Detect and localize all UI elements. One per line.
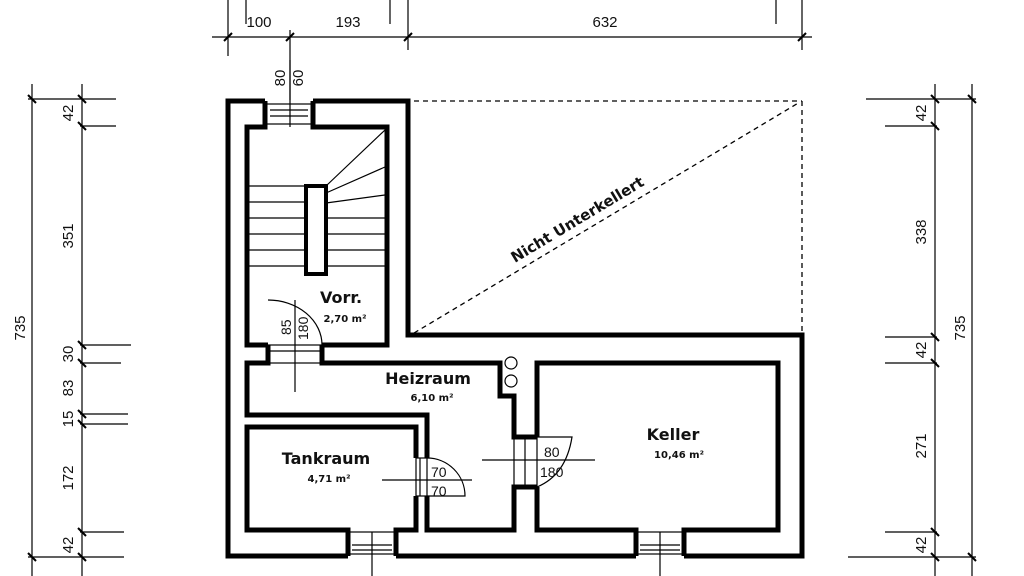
dim-left-7: 42 bbox=[60, 537, 77, 554]
door-3-width: 80 bbox=[544, 444, 560, 460]
dim-left-3: 30 bbox=[60, 346, 77, 363]
dim-right-total: 735 bbox=[952, 315, 969, 340]
dim-right-3: 42 bbox=[913, 342, 930, 359]
dim-top-1: 100 bbox=[246, 14, 271, 31]
dim-right-4: 271 bbox=[913, 433, 930, 458]
dim-right-5: 42 bbox=[913, 537, 930, 554]
dim-top-2: 193 bbox=[335, 14, 360, 31]
door-3-height: 180 bbox=[540, 464, 564, 480]
room-name-tankraum: Tankraum bbox=[282, 449, 370, 468]
dim-left-2: 351 bbox=[60, 223, 77, 248]
dim-right-2: 338 bbox=[913, 219, 930, 244]
dimension-ticks bbox=[27, 32, 977, 562]
room-area-vorr: 2,70 m² bbox=[324, 314, 367, 325]
dim-left-4: 83 bbox=[60, 380, 77, 397]
door-2-height: 70 bbox=[431, 483, 447, 499]
dim-top-3: 632 bbox=[592, 14, 617, 31]
dim-right-1: 42 bbox=[913, 105, 930, 122]
walls bbox=[225, 98, 805, 559]
room-name-keller: Keller bbox=[647, 425, 700, 444]
room-area-keller: 10,46 m² bbox=[654, 450, 704, 461]
dim-left-5: 15 bbox=[60, 411, 77, 428]
dim-left-total: 735 bbox=[12, 315, 29, 340]
dim-left-6: 172 bbox=[60, 465, 77, 490]
dim-left-1: 42 bbox=[60, 105, 77, 122]
room-name-heizraum: Heizraum bbox=[385, 369, 471, 388]
room-name-vorr: Vorr. bbox=[320, 288, 362, 307]
unexcavated-area bbox=[413, 100, 803, 335]
pipe-icons bbox=[504, 356, 518, 388]
room-area-tankraum: 4,71 m² bbox=[308, 474, 351, 485]
door-1-height: 180 bbox=[295, 316, 311, 340]
dim-window-1: 80 bbox=[272, 70, 289, 87]
dim-window-2: 60 bbox=[290, 70, 307, 87]
unexcavated-label: Nicht Unterkellert bbox=[508, 173, 648, 267]
dimension-lines bbox=[28, 0, 976, 576]
room-area-heizraum: 6,10 m² bbox=[411, 393, 454, 404]
door-1-width: 85 bbox=[278, 319, 294, 335]
windows bbox=[264, 60, 685, 576]
stairs bbox=[249, 129, 386, 276]
doors bbox=[267, 299, 595, 497]
door-2-width: 70 bbox=[431, 464, 447, 480]
